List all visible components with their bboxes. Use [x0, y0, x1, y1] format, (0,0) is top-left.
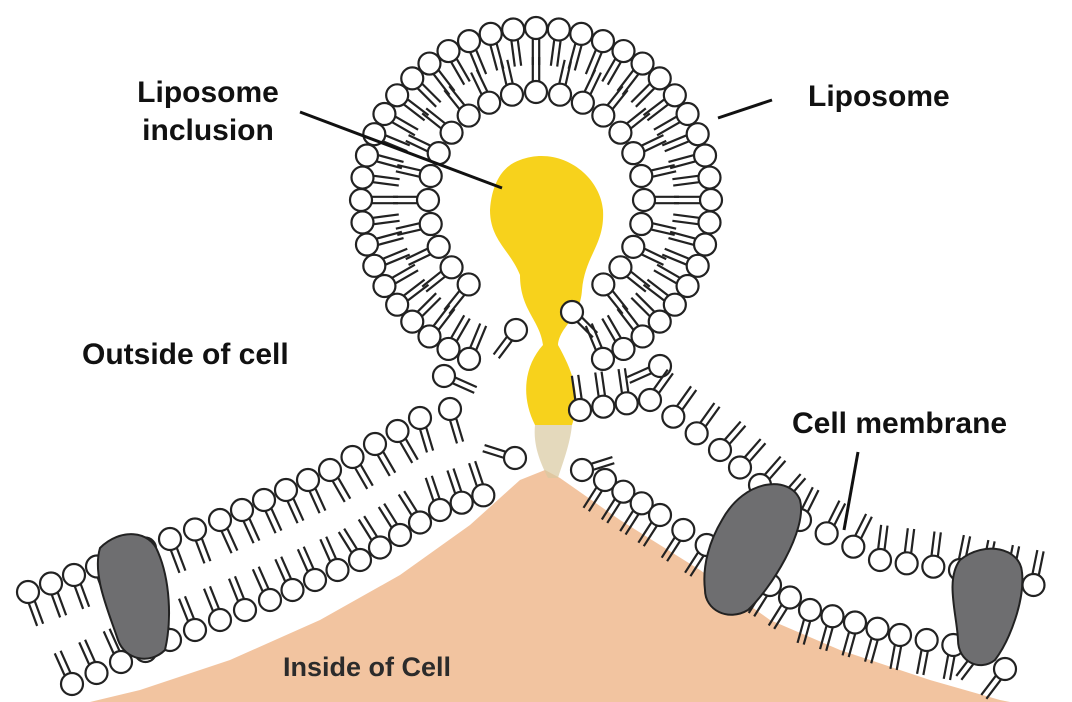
label-liposome: Liposome	[808, 80, 950, 113]
label-inside-of-cell: Inside of Cell	[283, 652, 451, 682]
label-liposome-inclusion-line1: Liposome	[137, 76, 279, 109]
label-liposome-inclusion-line2: inclusion	[142, 114, 274, 147]
label-outside-of-cell: Outside of cell	[82, 338, 289, 371]
label-cell-membrane: Cell membrane	[792, 407, 1007, 440]
